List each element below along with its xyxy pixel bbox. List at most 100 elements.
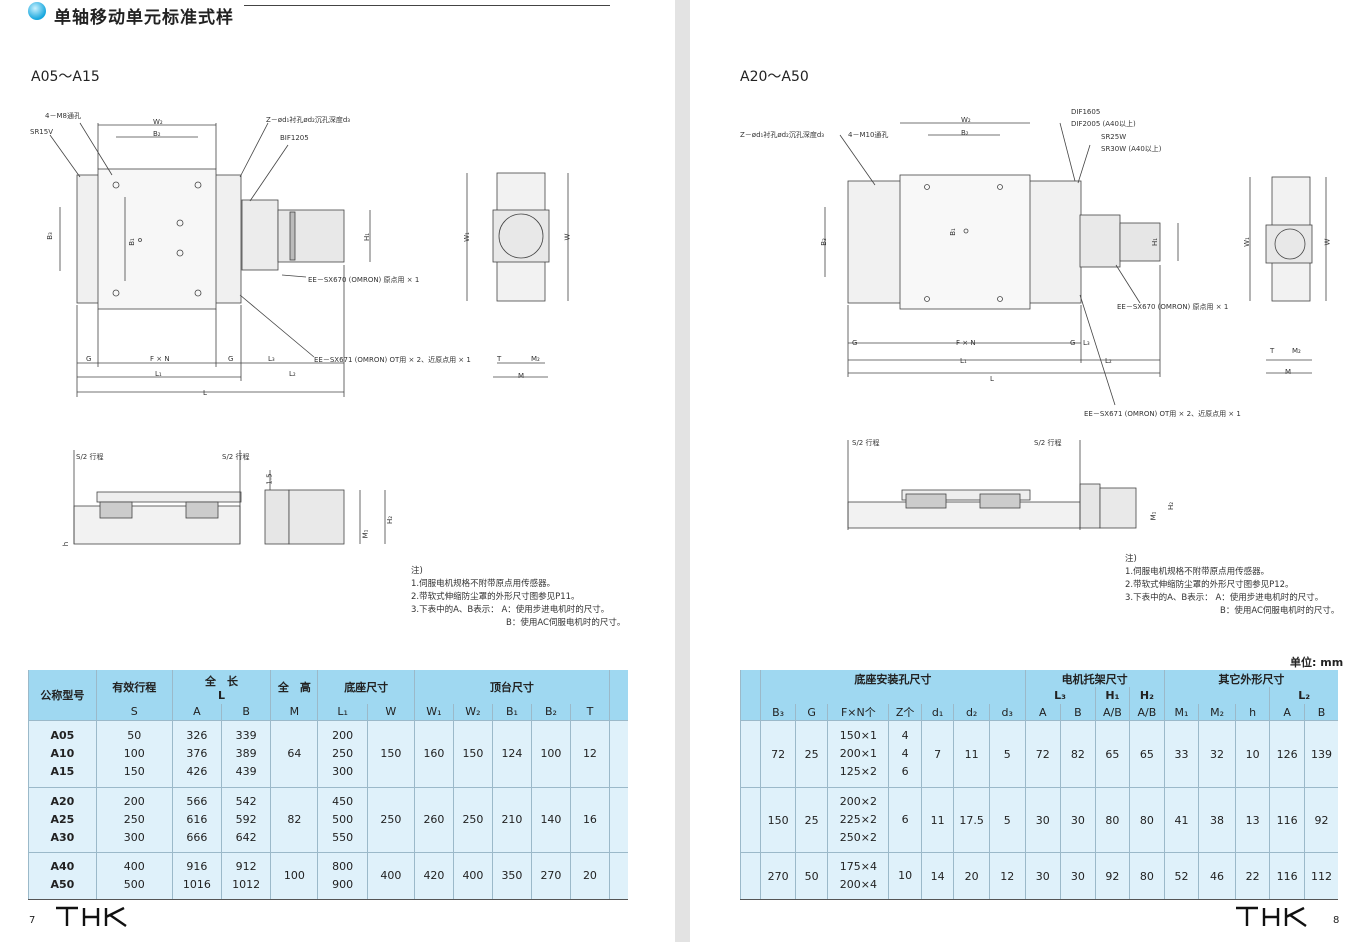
header-col-14: A <box>1269 704 1305 721</box>
header-total-line: 全 长 <box>204 674 238 688</box>
cell-w2: 400 <box>452 851 493 900</box>
label-m: M <box>518 372 525 380</box>
cell-b2: 100 <box>530 719 571 787</box>
header-model: 公称型号 <box>28 670 97 720</box>
header-col-11: M₁ <box>1163 704 1199 721</box>
cell-l3-b: 30 <box>1060 787 1096 853</box>
cell-b-line: 542 <box>235 794 257 808</box>
title-bullet-icon <box>28 2 46 20</box>
cell-h1: 80 <box>1094 787 1130 853</box>
header-col-8: B <box>1060 704 1096 721</box>
label-stroke-b: S/2 行程 <box>222 453 250 461</box>
header-empty <box>1163 687 1270 704</box>
cell-m2: 38 <box>1198 787 1236 853</box>
cell-z-line: 4 <box>901 729 909 742</box>
label-1-5: 1.5 <box>265 473 274 485</box>
label-sr30w: SR30W (A40以上) <box>1101 145 1162 153</box>
cell-m1: 41 <box>1163 787 1199 853</box>
label-b2: B₂ <box>961 129 969 137</box>
header-h2: H₂ <box>1129 687 1165 704</box>
cell-s-line: 300 <box>123 830 145 844</box>
table-row-model-line: A40 <box>50 859 75 873</box>
label-bif1205: BIF1205 <box>280 134 309 142</box>
header-col-4: L₁ <box>317 704 368 720</box>
cell-z: 10 <box>888 852 922 900</box>
header-col-10: A/B <box>1129 704 1165 721</box>
label-m10-holes: 4－M10通孔 <box>848 131 889 139</box>
cell-d3: 5 <box>988 720 1025 788</box>
cell-b-line: 642 <box>235 830 257 844</box>
cell-a-line: 666 <box>186 830 208 844</box>
label-sx671: EE－SX671 (OMRON) OT用 × 2、近原点用 × 1 <box>314 356 471 364</box>
cell-h1: 65 <box>1094 720 1130 788</box>
label-m2: M₂ <box>1292 347 1301 355</box>
label-b1: B₁ <box>948 228 957 236</box>
cell-l1-line: 300 <box>332 764 354 778</box>
label-dif1605: DIF1605 <box>1071 108 1101 116</box>
header-stroke: 有效行程 <box>95 670 173 704</box>
cell-w2: 150 <box>452 719 493 787</box>
cell-s-line: 200 <box>123 794 145 808</box>
note-1: 1.伺服电机规格不附带原点用传感器。 <box>411 579 556 589</box>
header-empty <box>608 704 628 720</box>
label-sx670: EE－SX670 (OMRON) 原点用 × 1 <box>1117 303 1229 311</box>
header-col-2: B <box>220 704 271 720</box>
cell-t: 16 <box>569 786 610 852</box>
header-height: 全 高 <box>270 670 318 704</box>
note-1: 1.伺服电机规格不附带原点用传感器。 <box>1125 567 1270 577</box>
cell-l1-line: 800 <box>332 859 354 873</box>
cell-h: 10 <box>1234 720 1270 788</box>
cell-b-line: 439 <box>235 764 257 778</box>
label-l2: L₂ <box>289 370 296 378</box>
page-gutter <box>675 0 690 942</box>
cell-fxn-line: 150×1 <box>839 729 877 742</box>
label-sr15v: SR15V <box>30 128 54 136</box>
header-col-8: B₁ <box>491 704 532 720</box>
cell-m: 82 <box>270 786 318 852</box>
note-2: 2.带软式伸缩防尘罩的外形尺寸图参见P11。 <box>411 592 580 602</box>
label-l1: L₁ <box>960 357 967 365</box>
cell-g: 25 <box>794 720 828 788</box>
label-m1: M₁ <box>361 529 370 539</box>
cell-empty <box>739 852 761 900</box>
label-fxn: F × N <box>956 339 976 347</box>
cell-b-line: 1012 <box>232 877 261 891</box>
cell-l1-line: 900 <box>332 877 354 891</box>
cell-b3: 150 <box>760 787 796 853</box>
header-top: 顶台尺寸 <box>413 670 610 704</box>
cell-l1-line: 200 <box>332 728 354 742</box>
notes-block: 注) 1.伺服电机规格不附带原点用传感器。 2.带软式伸缩防尘罩的外形尺寸图参见… <box>411 565 625 630</box>
notes-block: 注) 1.伺服电机规格不附带原点用传感器。 2.带软式伸缩防尘罩的外形尺寸图参见… <box>1125 553 1339 618</box>
cell-l1-line: 450 <box>332 794 354 808</box>
header-col-1: A <box>171 704 222 720</box>
header-h1: H₁ <box>1094 687 1130 704</box>
cell-b-line: 389 <box>235 746 257 760</box>
header-col-5: W <box>366 704 415 720</box>
label-b3: B₃ <box>819 238 828 246</box>
page-title: 单轴移动单元标准式样 <box>54 8 234 28</box>
cell-m1: 52 <box>1163 852 1199 900</box>
label-l: L <box>990 375 994 383</box>
cell-b1: 350 <box>491 851 532 900</box>
header-col-3: M <box>270 704 318 720</box>
cell-fxn-line: 225×2 <box>839 813 877 826</box>
cell-b1: 210 <box>491 786 532 852</box>
cell-w: 400 <box>366 851 415 900</box>
thk-logo-icon <box>56 906 127 927</box>
cell-h: 13 <box>1234 787 1270 853</box>
label-w: W <box>1323 238 1332 246</box>
cell-a-line: 426 <box>186 764 208 778</box>
cell-t: 12 <box>569 719 610 787</box>
title-rule <box>244 5 610 6</box>
